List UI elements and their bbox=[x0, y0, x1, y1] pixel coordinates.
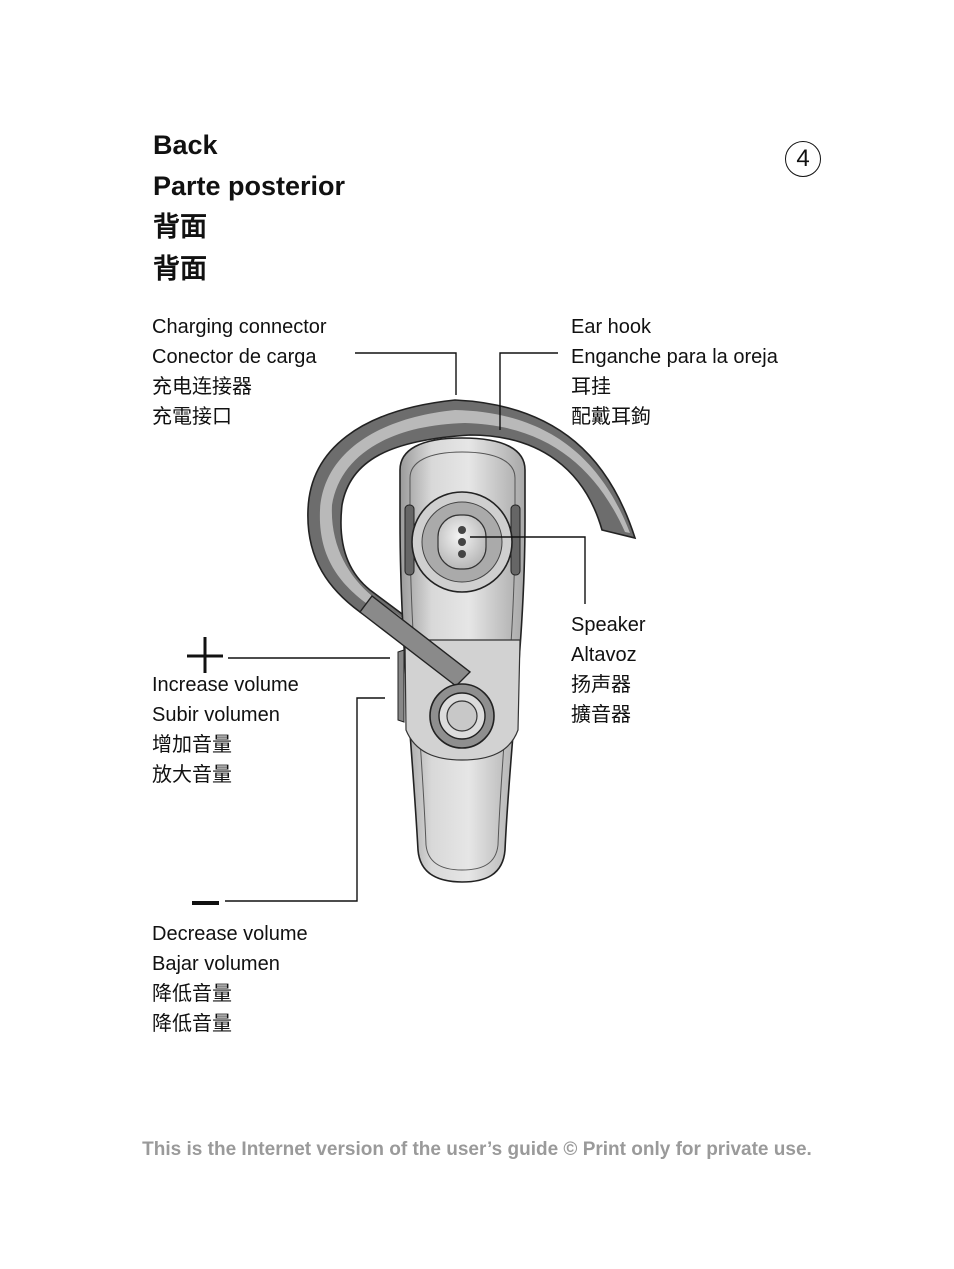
label-line: 配戴耳鉤 bbox=[571, 406, 651, 428]
footer-notice: This is the Internet version of the user… bbox=[142, 1139, 812, 1160]
label-line: 扬声器 bbox=[571, 674, 631, 696]
title-spanish: Parte posterior bbox=[153, 171, 346, 201]
label-ear-hook: Ear hook Enganche para la oreja 耳挂 配戴耳鉤 bbox=[571, 312, 778, 432]
label-line: 擴音器 bbox=[571, 704, 631, 726]
label-line: Bajar volumen bbox=[152, 953, 280, 975]
label-line: 放大音量 bbox=[152, 764, 232, 786]
title-traditional-chinese: 背面 bbox=[153, 254, 207, 284]
label-line: Enganche para la oreja bbox=[571, 346, 778, 368]
label-speaker: Speaker Altavoz 扬声器 擴音器 bbox=[571, 610, 646, 730]
label-charging-connector: Charging connector Conector de carga 充电连… bbox=[152, 312, 327, 432]
label-line: Charging connector bbox=[152, 316, 327, 338]
label-line: Conector de carga bbox=[152, 346, 317, 368]
label-line: 增加音量 bbox=[152, 734, 232, 756]
label-line: 耳挂 bbox=[571, 376, 611, 398]
label-line: 充電接口 bbox=[152, 406, 232, 428]
label-line: 降低音量 bbox=[152, 1013, 232, 1035]
speaker-grille bbox=[411, 491, 513, 593]
title-simplified-chinese: 背面 bbox=[153, 212, 207, 242]
label-increase-volume: Increase volume Subir volumen 增加音量 放大音量 bbox=[152, 670, 299, 790]
ear-hook-pivot bbox=[359, 595, 495, 749]
minus-icon bbox=[192, 901, 219, 905]
plus-icon bbox=[187, 637, 223, 673]
leader-ear-hook bbox=[499, 352, 558, 430]
label-line: Speaker bbox=[571, 614, 646, 636]
leader-charging-connector bbox=[355, 352, 457, 395]
leader-decrease-volume bbox=[225, 697, 385, 902]
page-number-badge: 4 bbox=[785, 141, 821, 177]
label-line: 降低音量 bbox=[152, 983, 232, 1005]
label-line: Subir volumen bbox=[152, 704, 280, 726]
leader-speaker bbox=[470, 536, 586, 604]
label-decrease-volume: Decrease volume Bajar volumen 降低音量 降低音量 bbox=[152, 919, 308, 1039]
leader-lines bbox=[225, 352, 586, 902]
label-line: Altavoz bbox=[571, 644, 637, 666]
title-english: Back bbox=[153, 130, 218, 160]
label-line: Decrease volume bbox=[152, 923, 308, 945]
label-line: Increase volume bbox=[152, 674, 299, 696]
label-line: Ear hook bbox=[571, 316, 652, 338]
label-line: 充电连接器 bbox=[152, 376, 252, 398]
